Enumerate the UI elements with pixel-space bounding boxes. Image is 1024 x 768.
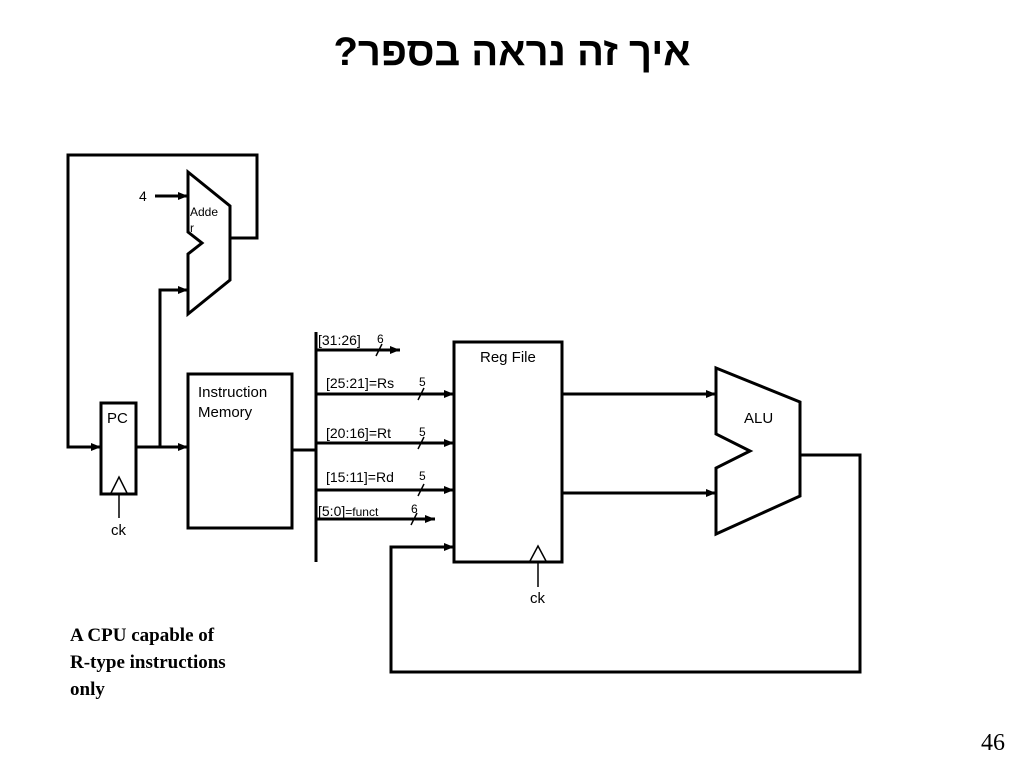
page-number: 46 [981,730,1005,756]
regfile-clock-label: ck [530,590,546,607]
funct-bits-label: [5:0]=funct [318,503,379,519]
rd-bits-label: [15:11]=Rd [326,469,394,485]
opcode-width-label: 6 [377,332,384,346]
adder-label-line2: r [190,221,194,235]
caption-line-2: R-type instructions [70,652,226,673]
regfile-clock-triangle [529,544,547,562]
rt-width-label: 5 [419,425,426,439]
rd-width-label: 5 [419,469,426,483]
imem-label-line2: Memory [198,404,253,421]
adder-constant-label: 4 [139,188,147,204]
rt-width-tick [417,436,425,450]
register-file [452,340,564,564]
alu-writeback-wire [389,453,862,674]
alu-label: ALU [744,410,773,427]
opcode-bits-label: [31:26] [318,332,361,348]
pc-to-adder-wire [158,286,188,447]
imem-label-line1: Instruction [198,384,267,401]
slide-title: איך זה נראה בספר? [333,30,691,74]
adder-output-wire [66,153,259,451]
rs-width-label: 5 [419,375,426,389]
adder-label-line1: Adde [190,205,218,219]
caption-line-1: A CPU capable of [70,625,215,646]
rs-bits-label: [25:21]=Rs [326,375,394,391]
pc-clock-label: ck [111,522,127,539]
rd-width-tick [417,483,425,497]
rt-bits-label: [20:16]=Rt [326,425,391,441]
regfile-label: Reg File [480,349,536,366]
alu-shape [714,365,802,537]
pc-clock-triangle [110,475,128,494]
pc-label: PC [107,410,128,427]
rs-width-tick [417,387,425,401]
opcode-width-tick [375,343,383,357]
slide-caption: A CPU capable of R-type instructions onl… [70,622,300,703]
funct-width-label: 6 [411,502,418,516]
caption-line-3: only [70,679,105,700]
adder-shape [186,168,232,318]
funct-width-tick [410,512,418,526]
